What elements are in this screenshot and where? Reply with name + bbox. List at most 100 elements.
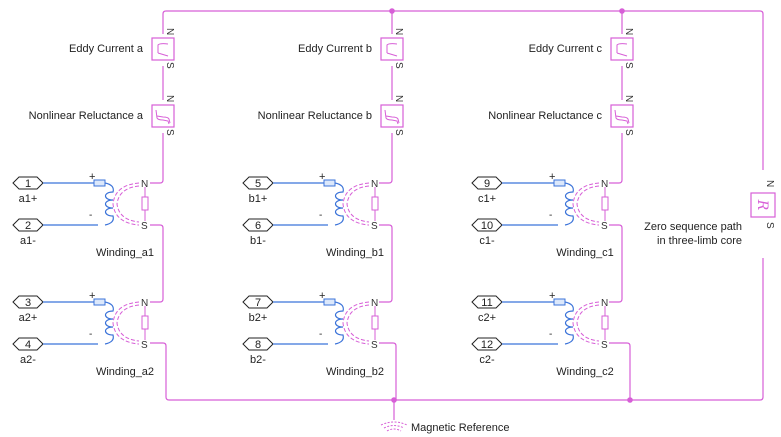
flux-path-icon [112, 301, 140, 345]
flux-path-icon [112, 182, 140, 226]
port-label: b1- [250, 235, 266, 247]
plus-sign: + [89, 171, 95, 183]
reluctance-label: Nonlinear Reluctance c [488, 110, 602, 122]
zero-sequence-reluctance-block[interactable]: N R S Zero sequence path in three-limb c… [644, 180, 776, 247]
port-label: b2+ [249, 312, 268, 324]
io-port[interactable]: 3a2+ [12, 295, 44, 324]
port-number: 2 [25, 220, 31, 232]
south-port-label: S [393, 62, 404, 69]
port-number: 9 [484, 178, 490, 190]
hysteresis-curve-icon [614, 109, 630, 125]
flux-path-icon [572, 301, 600, 345]
south-port-label: S [164, 129, 175, 136]
current-sensor-icon [323, 298, 336, 306]
south-port-label: S [371, 221, 378, 232]
south-port-label: S [141, 340, 148, 351]
coil-icon [334, 182, 344, 226]
port-number: 1 [25, 178, 31, 190]
flux-path-icon [342, 182, 370, 226]
io-port[interactable]: 8b2- [242, 337, 274, 366]
south-port-label: S [601, 221, 608, 232]
reluctance-R-icon: R [754, 199, 770, 211]
port-label: a2+ [19, 312, 38, 324]
north-port-label: N [623, 28, 634, 35]
eddy-current-block-body[interactable] [380, 37, 404, 61]
south-port-label: S [764, 222, 775, 229]
winding-label: Winding_b2 [326, 366, 384, 378]
reluctance-block-body[interactable] [610, 104, 634, 128]
current-sensor-icon [323, 179, 336, 187]
port-number: 11 [481, 297, 492, 309]
eddy-current-block-body[interactable] [151, 37, 175, 61]
winding-label: Winding_a2 [96, 366, 154, 378]
coil-icon [104, 182, 114, 226]
zero-sequence-label-line2: in three-limb core [657, 235, 742, 247]
io-port[interactable]: 7b2+ [242, 295, 274, 324]
north-port-label: N [393, 28, 404, 35]
io-port[interactable]: 6b1- [242, 218, 274, 247]
io-port[interactable]: 2a1- [12, 218, 44, 247]
port-label: c1+ [478, 193, 496, 205]
leakage-resistor-icon [601, 315, 609, 330]
plus-sign: + [89, 290, 95, 302]
south-port-label: S [371, 340, 378, 351]
reluctance-block-body[interactable] [750, 192, 776, 218]
top-bus-wire[interactable] [162, 10, 764, 170]
winding-label: Winding_a1 [96, 247, 154, 259]
eddy-current-block-body[interactable] [610, 37, 634, 61]
io-port[interactable]: 5b1+ [242, 176, 274, 205]
reluctance-label: Nonlinear Reluctance a [29, 110, 144, 122]
plus-sign: + [549, 290, 555, 302]
current-sensor-icon [93, 179, 106, 187]
eddy-current-label: Eddy Current a [69, 43, 144, 55]
coil-icon [334, 301, 344, 345]
port-label: c2+ [478, 312, 496, 324]
port-number: 7 [255, 297, 261, 309]
minus-sign: - [319, 329, 322, 340]
leakage-resistor-icon [141, 196, 149, 211]
current-sensor-icon [553, 298, 566, 306]
coil-icon [564, 182, 574, 226]
reluctance-label: Nonlinear Reluctance b [258, 110, 372, 122]
reluctance-block-body[interactable] [380, 104, 404, 128]
port-label: b2- [250, 354, 266, 366]
coil-icon [564, 301, 574, 345]
port-number: 10 [481, 220, 493, 232]
magnetic-reference-icon [380, 421, 408, 432]
north-port-label: N [393, 95, 404, 102]
port-label: a2- [20, 354, 36, 366]
flux-path-icon [342, 301, 370, 345]
junction-dot [619, 8, 625, 14]
plus-sign: + [549, 171, 555, 183]
io-port[interactable]: 1a1+ [12, 176, 44, 205]
reluctance-block-body[interactable] [151, 104, 175, 128]
north-port-label: N [371, 298, 378, 309]
south-port-label: S [141, 221, 148, 232]
plus-sign: + [319, 290, 325, 302]
io-port[interactable]: 4a2- [12, 337, 44, 366]
io-port[interactable]: 9c1+ [471, 176, 503, 205]
magnetic-reference-block[interactable]: Magnetic Reference [380, 421, 509, 434]
minus-sign: - [89, 329, 92, 340]
port-number: 5 [255, 178, 261, 190]
port-label: b1+ [249, 193, 268, 205]
coil-icon [104, 301, 114, 345]
port-label: a1- [20, 235, 36, 247]
minus-sign: - [319, 210, 322, 221]
winding-label: Winding_b1 [326, 247, 384, 259]
